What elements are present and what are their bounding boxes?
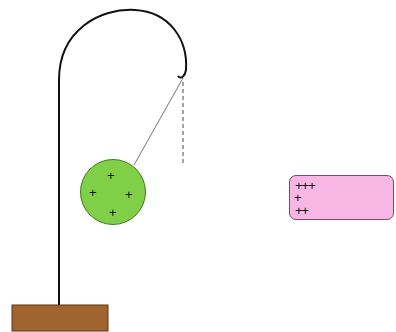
charge-sign: +	[89, 186, 96, 199]
stand-pole	[59, 10, 186, 305]
charged-rod: ++++++	[289, 175, 394, 220]
stand-base	[12, 305, 108, 331]
thread	[134, 78, 183, 165]
charge-sign: +	[294, 191, 301, 204]
charge-sign: ++	[295, 204, 308, 217]
charge-sign: +	[109, 206, 116, 219]
vertical-reference	[182, 82, 183, 165]
charge-sign: +	[107, 169, 114, 182]
charge-sign: +	[125, 188, 132, 201]
charged-ball: + + + +	[80, 159, 146, 225]
